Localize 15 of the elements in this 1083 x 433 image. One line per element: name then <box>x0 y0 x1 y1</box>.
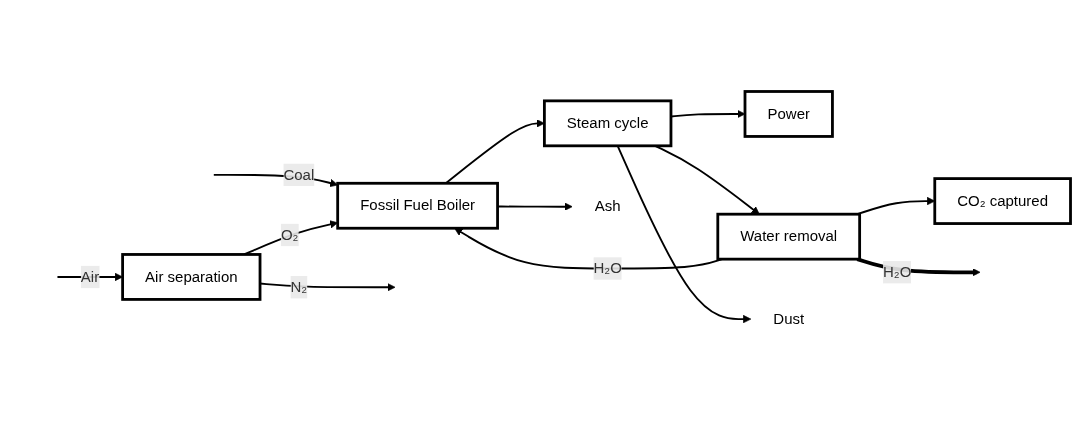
edge-label: Air <box>80 268 100 285</box>
flowchart: Coal H₂O H₂O O₂ Air N₂ Power Fossil Fuel Boiler Steam cycle Water removal CO₂ captured Air separation Ash Dust <box>5 83 1078 350</box>
node-box <box>543 99 673 148</box>
node-box <box>743 90 834 138</box>
edge-label: Coal <box>283 166 315 183</box>
node-box <box>933 177 1072 225</box>
edge-label: O₂ <box>280 226 299 243</box>
edge-label: H₂O <box>593 260 622 276</box>
node-text: Ash <box>594 198 621 215</box>
edge-label: N₂ <box>290 278 308 295</box>
node-box <box>121 253 262 301</box>
node-box <box>716 212 862 261</box>
node-text: Dust <box>773 310 805 327</box>
node-box <box>336 181 499 230</box>
edge-label: H₂O <box>883 263 912 280</box>
